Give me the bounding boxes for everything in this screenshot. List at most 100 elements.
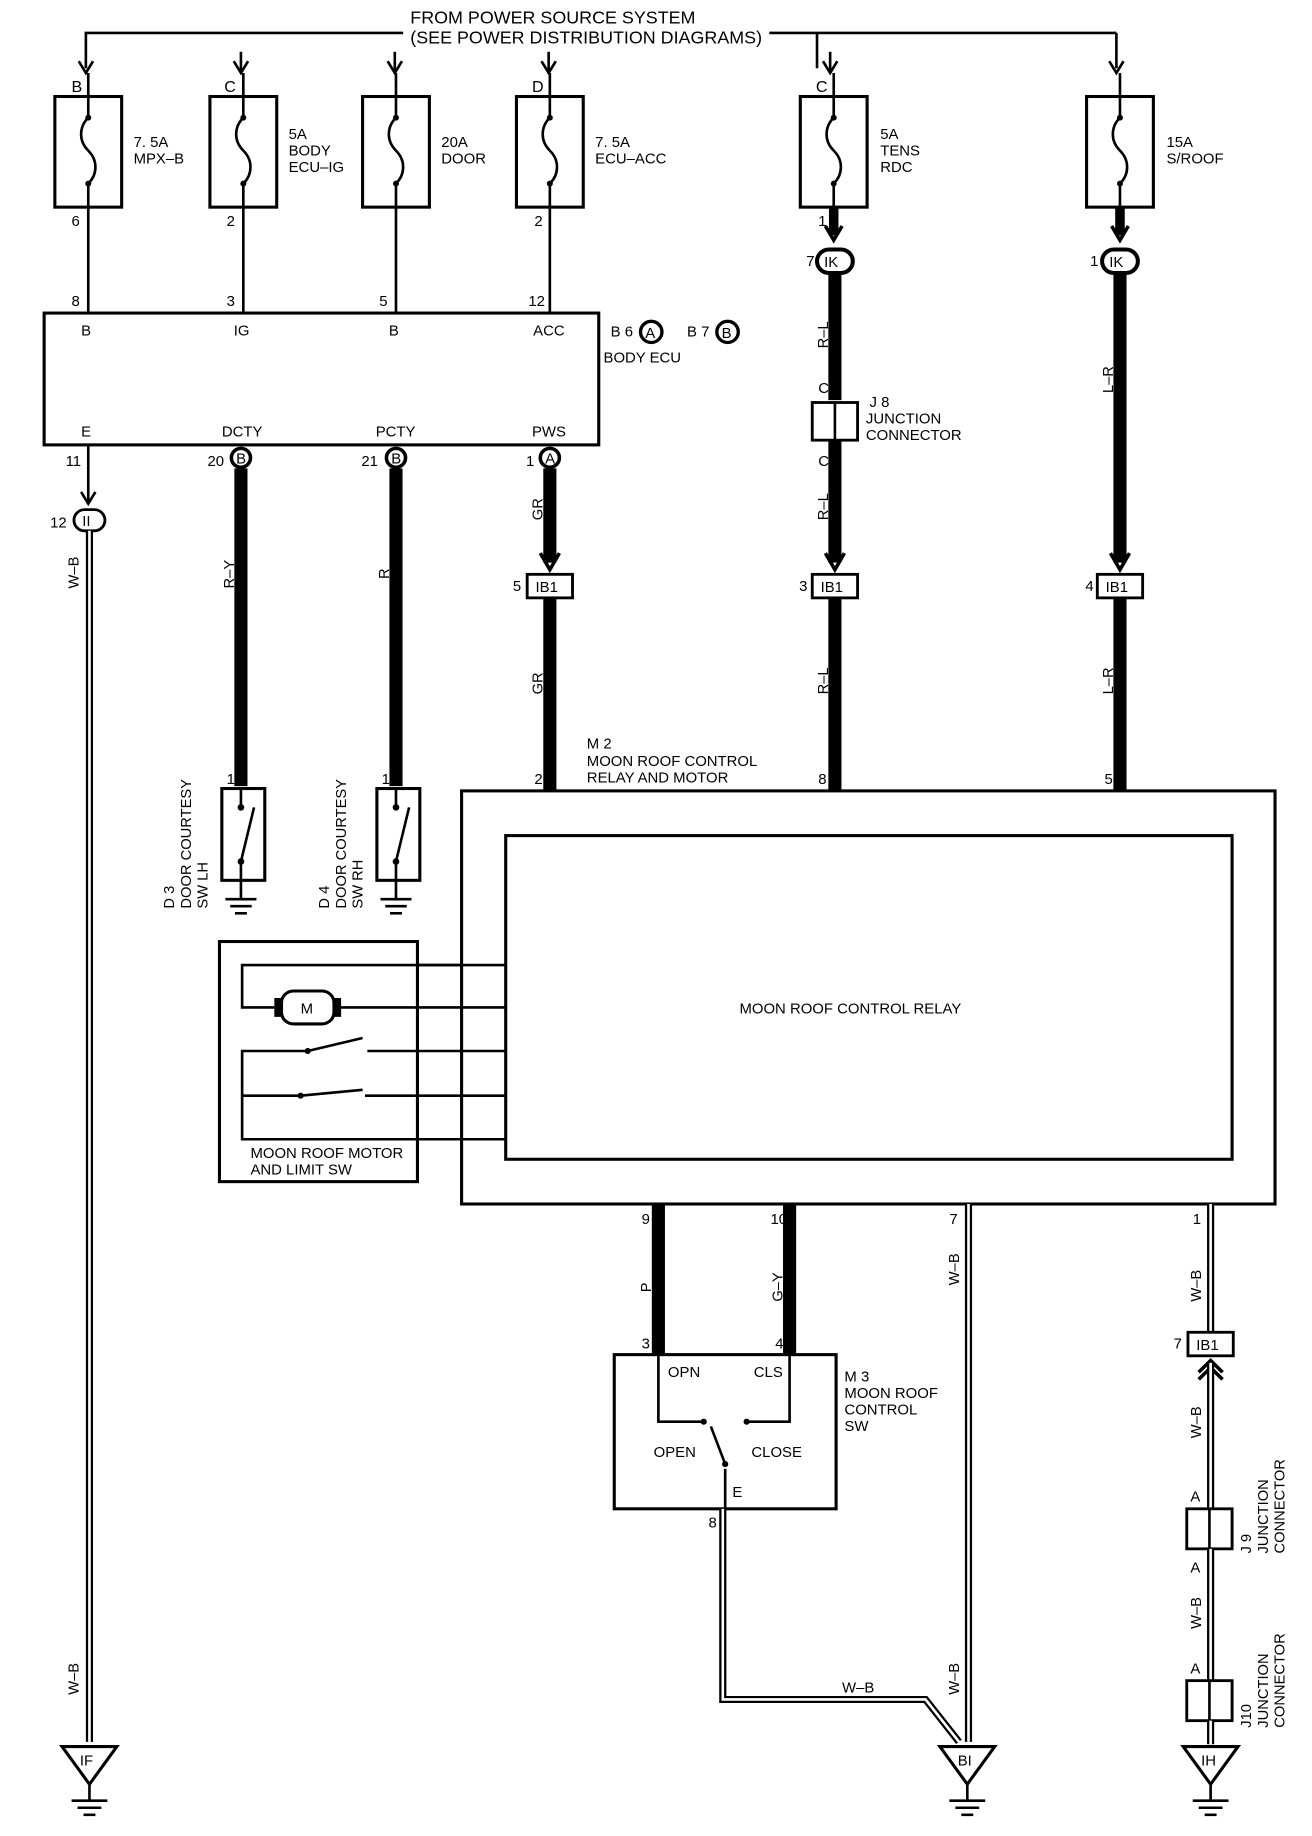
fuse-name: BODY [289,143,331,159]
connector-code: IB1 [821,580,843,596]
wire-color: R–L [816,321,832,348]
fuse-name-2: ECU–IG [289,160,344,176]
moon-roof-motor: M MOON ROOF MOTOR AND LIMIT SW [217,940,506,1184]
m2-pin: 9 [642,1212,650,1228]
connector-pin: 1 [1090,254,1098,270]
ecu-conn-badge: A [645,326,655,342]
connector-pin: 3 [799,579,807,595]
m2-name-2: RELAY AND MOTOR [587,771,729,787]
ground-branch-ih: W–B 7 IB1 W–B A A J 9 JUNCTION CONNECTOR… [1174,1203,1289,1817]
j10-code: J10 [1239,1704,1255,1728]
ecu-pin-num: 21 [361,454,378,470]
fuse-door: 20A DOOR [361,72,486,314]
switch-name: DOOR COURTESY [179,779,195,909]
connector-code: IB1 [1196,1338,1218,1354]
m3-close-label: CLOSE [751,1445,802,1461]
fuse-name: S/ROOF [1166,152,1223,168]
m2-pin: 8 [818,772,826,788]
ground-branch-bi: W–B W–B W–B BI [719,1203,998,1817]
ground-branch-if: 12 II W–B W–B IF [50,444,120,1817]
ecu-conn-badge: A [545,452,555,468]
wire-color: W–B [67,556,83,588]
fuse-body-ecu-ig: C 5A BODY ECU–IG 2 [208,72,344,314]
switch-code: D 4 [317,886,333,909]
m2-pin: 1 [1193,1212,1201,1228]
fuse-name: TENS [880,143,920,159]
m3-pin: 4 [775,1337,783,1353]
m3-opn-label: OPN [668,1365,700,1381]
m3-feed-wires: 9 10 7 1 P G–Y [639,1203,1201,1356]
ecu-pin-num: 1 [526,454,534,470]
m3-control-switch: 3 4 OPN CLS OPEN CLOSE E 8 M 3 MOON ROOF… [612,1337,938,1532]
ecu-pin-num: 12 [528,294,545,310]
ecu-conn-label: B 6 [611,325,633,341]
relay-label: MOON ROOF CONTROL RELAY [739,1001,961,1017]
fuse-pin-bottom: 2 [534,214,542,230]
fuse-pin-top: D [532,79,544,96]
j10-pin: A [1190,1662,1200,1678]
connector-pin: 4 [1085,579,1093,595]
power-source-header: FROM POWER SOURCE SYSTEM (SEE POWER DIST… [77,8,1125,76]
connector-code: IK [824,255,838,271]
wire-color: G–Y [770,1272,786,1302]
connector-pin: 7 [1174,1337,1182,1353]
fuse-pin-bottom: 2 [227,214,235,230]
tens-wire: 7 IK R–L C C J 8 JUNCTION CONNECTOR R–L … [799,247,962,791]
j10-name-2: CONNECTOR [1272,1633,1288,1727]
m2-code: M 2 [587,737,612,753]
ecu-pin-num: 8 [72,294,80,310]
wire-color: GR [531,672,547,694]
wire-color: L–R [1101,366,1117,393]
switch-name-2: SW RH [351,860,367,909]
connector-code: IK [1109,255,1123,271]
ecu-pin-name: DCTY [222,425,263,441]
wire-color: GR [531,498,547,520]
wire-color: W–B [947,1663,963,1695]
m2-pin: 7 [949,1212,957,1228]
door-courtesy-rh: R 1 D 4 DOOR COURTESY SW RH [317,468,422,915]
ground-code: BI [958,1753,972,1769]
wire-color: W–B [1189,1270,1205,1302]
fuse-name: ECU–ACC [595,152,666,168]
fuse-rating: 5A [880,127,898,143]
fuse-mpx-b: B 7. 5A MPX–B 6 [53,72,185,314]
header-line-1: FROM POWER SOURCE SYSTEM [410,8,695,28]
switch-name-2: SW LH [195,862,211,909]
ecu-conn-badge: B [236,452,246,468]
ecu-pin-name: E [81,425,91,441]
switch-code: D 3 [162,886,178,909]
wire-color: R [377,568,393,579]
m3-pin: 3 [642,1337,650,1353]
wire-color: W–B [1189,1406,1205,1438]
m2-pin: 10 [771,1212,788,1228]
fuse-name: MPX–B [134,152,185,168]
fuse-pin-top: C [816,79,828,96]
j8-pin: C [818,381,829,397]
connector-pin: 12 [50,515,67,531]
door-courtesy-lh: R–Y 1 D 3 DOOR COURTESY SW LH [162,468,267,915]
ecu-pin-name: B [389,324,399,340]
ground-code: IF [80,1753,93,1769]
ecu-pin-name: B [81,324,91,340]
wire-color: W–B [1189,1597,1205,1629]
motor-name-2: AND LIMIT SW [250,1163,352,1179]
ecu-conn-badge: B [722,326,732,342]
fuse-tens-rdc: C 5A TENS RDC 1 [798,72,920,244]
fuse-rating: 7. 5A [134,135,169,151]
fuse-ecu-acc: D 7. 5A ECU–ACC 2 [514,72,667,314]
switch-pin: 1 [227,772,235,788]
switch-name: DOOR COURTESY [334,779,350,909]
ecu-pin-num: 20 [208,454,225,470]
j8-name: JUNCTION [866,412,941,428]
ground-code: IH [1201,1753,1216,1769]
j8-code: J 8 [869,395,889,411]
fuse-rating: 5A [289,127,307,143]
fuse-pin-top: C [224,79,236,96]
fuse-rating: 7. 5A [595,135,630,151]
m3-name-2: CONTROL [844,1403,917,1419]
connector-pin: 5 [513,579,521,595]
j10-name: JUNCTION [1256,1653,1272,1727]
j9-name-2: CONNECTOR [1272,1459,1288,1553]
fuse-pin-bottom: 6 [72,214,80,230]
